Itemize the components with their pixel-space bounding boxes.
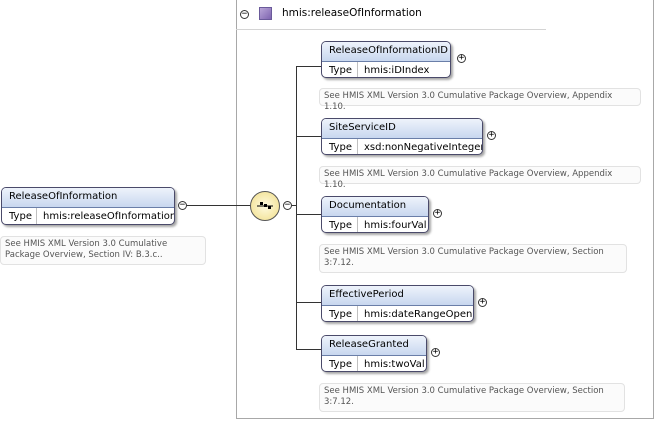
type-value: hmis:dateRangeOpen (357, 306, 472, 321)
type-value: hmis:twoVal (357, 356, 425, 371)
type-label: Type (329, 359, 352, 370)
element-type-row: Type xsd:nonNegativeInteger (322, 139, 482, 154)
element-type-row: Type hmis:releaseOfInformation (2, 208, 174, 224)
connector (296, 214, 321, 215)
children-bracket (296, 66, 297, 349)
complex-type-collapse-icon[interactable]: − (240, 9, 249, 19)
element-type-row: Type hmis:fourVal (322, 217, 428, 232)
root-annotation: See HMIS XML Version 3.0 Cumulative Pack… (0, 236, 206, 265)
element-site-service-id[interactable]: SiteServiceID Type xsd:nonNegativeIntege… (321, 118, 483, 155)
element-name: ReleaseOfInformationID (322, 42, 450, 62)
complex-type-divider (236, 29, 546, 30)
type-label: Type (329, 220, 352, 231)
element-documentation[interactable]: Documentation Type hmis:fourVal (321, 196, 429, 233)
connector (296, 302, 321, 303)
element-name: SiteServiceID (322, 119, 482, 139)
type-value: xsd:nonNegativeInteger (357, 139, 482, 154)
complex-type-icon (259, 7, 272, 20)
element-effective-period[interactable]: EffectivePeriod Type hmis:dateRangeOpen (321, 285, 474, 322)
type-label: Type (329, 309, 352, 320)
expand-icon[interactable]: + (431, 347, 440, 357)
type-value: hmis:iDIndex (357, 62, 429, 77)
expand-icon[interactable]: + (478, 297, 487, 307)
connector (296, 349, 321, 350)
sequence-collapse-icon[interactable]: − (283, 200, 292, 210)
element-name: EffectivePeriod (322, 286, 473, 306)
type-value: hmis:releaseOfInformation (36, 208, 174, 224)
annotation: See HMIS XML Version 3.0 Cumulative Pack… (319, 88, 641, 112)
expand-icon[interactable]: + (433, 208, 442, 218)
expand-icon[interactable]: + (457, 53, 466, 63)
sequence-icon (250, 191, 280, 221)
element-release-of-information-id[interactable]: ReleaseOfInformationID Type hmis:iDIndex (321, 41, 451, 78)
connector (292, 205, 297, 206)
element-name: ReleaseOfInformation (2, 188, 174, 208)
complex-type-frame (236, 0, 654, 419)
annotation: See HMIS XML Version 3.0 Cumulative Pack… (319, 244, 627, 273)
element-type-row: Type hmis:iDIndex (322, 62, 450, 77)
element-release-of-information[interactable]: ReleaseOfInformation Type hmis:releaseOf… (1, 187, 175, 225)
type-label: Type (329, 142, 352, 153)
root-collapse-icon[interactable]: − (178, 200, 187, 210)
element-type-row: Type hmis:dateRangeOpen (322, 306, 473, 321)
type-label: Type (9, 211, 32, 222)
expand-icon[interactable]: + (487, 130, 496, 140)
element-name: Documentation (322, 197, 428, 217)
annotation: See HMIS XML Version 3.0 Cumulative Pack… (319, 166, 641, 190)
type-label: Type (329, 65, 352, 76)
complex-type-name: hmis:releaseOfInformation (282, 7, 422, 19)
connector (296, 66, 321, 67)
annotation: See HMIS XML Version 3.0 Cumulative Pack… (319, 383, 625, 412)
element-release-granted[interactable]: ReleaseGranted Type hmis:twoVal (321, 335, 427, 372)
connector (187, 205, 251, 206)
element-type-row: Type hmis:twoVal (322, 356, 426, 371)
connector (296, 136, 321, 137)
type-value: hmis:fourVal (357, 217, 427, 232)
element-name: ReleaseGranted (322, 336, 426, 356)
